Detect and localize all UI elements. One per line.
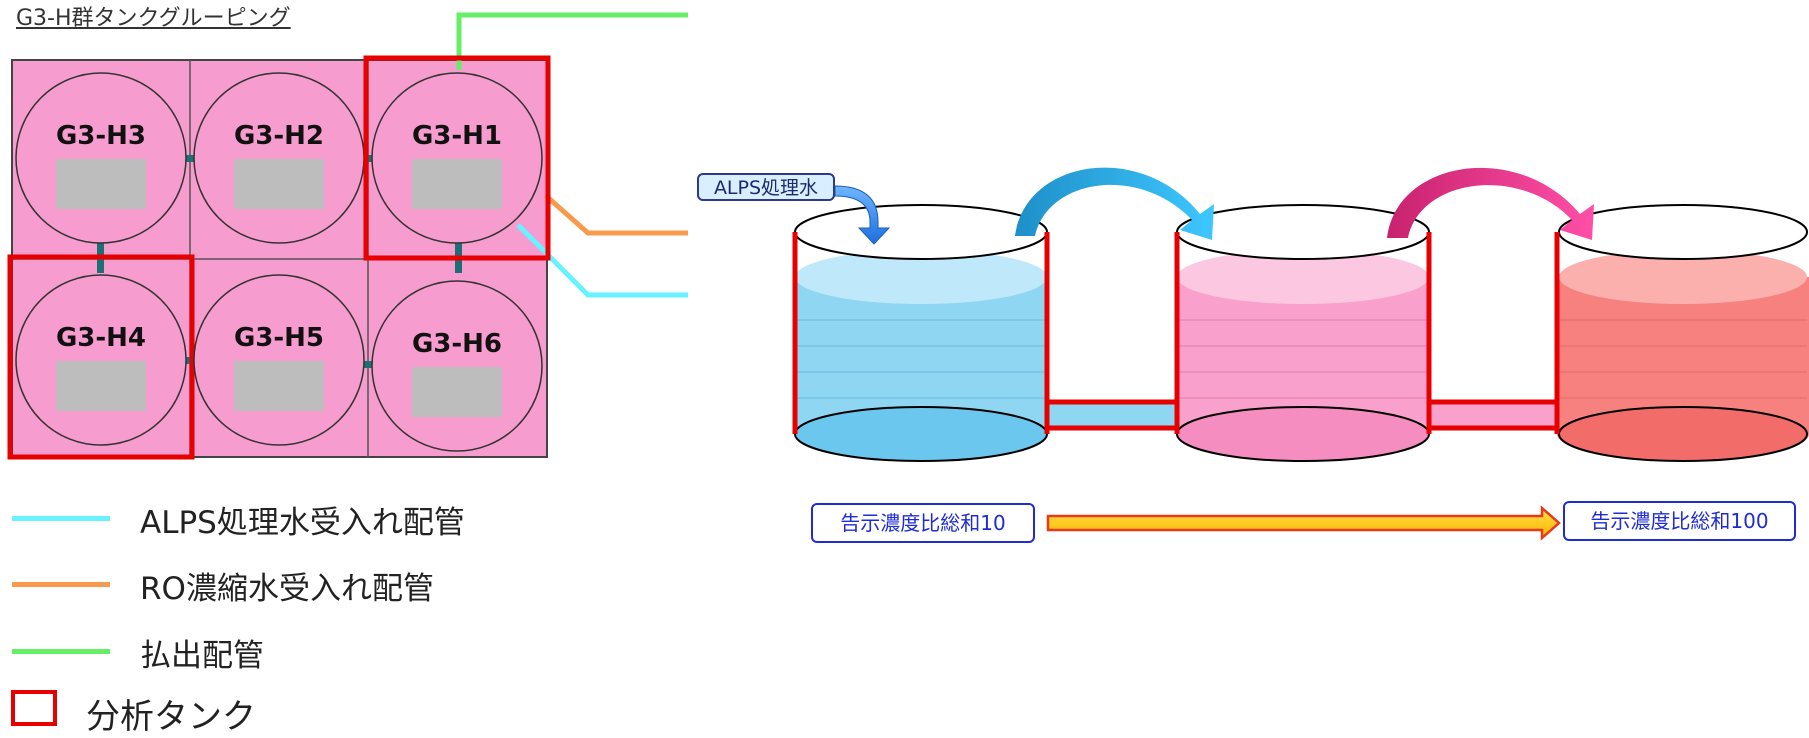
discharge-pipe <box>456 12 688 70</box>
tank-circle <box>15 72 187 244</box>
water-lines <box>1557 319 1807 399</box>
tank-circle <box>193 72 365 244</box>
tank-circle <box>15 274 187 446</box>
tank-g3-h3: G3-H3 <box>15 72 187 244</box>
ro-concentrate-pipe <box>543 193 688 236</box>
tank-label-placeholder <box>234 361 324 411</box>
tank-label: G3-H2 <box>234 121 324 151</box>
tank-top <box>794 204 1048 260</box>
tank-bottom <box>1558 406 1808 462</box>
process-tank-3 <box>1554 204 1809 462</box>
tank-circle <box>371 72 543 244</box>
tank-bottom <box>1176 406 1430 462</box>
legend-label-discharge: 払出配管 <box>140 638 264 674</box>
end-concentration-label: 告示濃度比総和100 <box>1563 501 1796 541</box>
tank-circle <box>193 274 365 446</box>
tank-label: G3-H1 <box>412 121 502 151</box>
channel-1-2 <box>1047 402 1177 428</box>
channel-2-3 <box>1427 402 1557 428</box>
analysis-tank-frame <box>363 55 551 261</box>
analysis-tank-frame <box>7 254 195 460</box>
channel-outline-upper <box>1044 234 1180 405</box>
legend-swatch-discharge <box>12 649 110 654</box>
tank-g3-h2: G3-H2 <box>193 72 365 244</box>
start-concentration-label: 告示濃度比総和10 <box>811 503 1035 543</box>
tank-label: G3-H6 <box>412 329 502 359</box>
tank-label: G3-H3 <box>56 121 146 151</box>
tank-bottom <box>794 406 1048 462</box>
connector <box>180 155 200 162</box>
transfer-arrow-2-3 <box>1387 167 1594 240</box>
tank-top <box>1558 204 1808 260</box>
tank-g3-h6: G3-H6 <box>371 280 543 452</box>
alps-treated-water-label: ALPS処理水 <box>697 173 835 201</box>
tank-label-placeholder <box>234 159 324 209</box>
tank-label-placeholder <box>56 361 146 411</box>
tank-label-placeholder <box>412 159 502 209</box>
tank-circle <box>371 280 543 452</box>
legend-swatch-analysis <box>11 690 57 726</box>
tank-g3-h1: G3-H1 <box>371 72 543 244</box>
tank-g3-h4: G3-H4 <box>15 274 187 446</box>
transfer-arrow-1-2 <box>1015 167 1214 240</box>
alps-receiving-pipe <box>516 223 688 298</box>
legend-swatch-alps <box>12 516 110 521</box>
concentration-arrow <box>1046 505 1561 541</box>
legend-label-ro: RO濃縮水受入れ配管 <box>140 571 434 607</box>
legend-swatch-ro <box>12 582 110 587</box>
process-diagram <box>792 167 1809 541</box>
inflow-arrow <box>834 185 891 245</box>
legend-label-alps: ALPS処理水受入れ配管 <box>140 505 465 541</box>
process-tank-1 <box>792 204 1050 462</box>
water-surface <box>1177 250 1429 304</box>
water-surface <box>1559 250 1807 304</box>
water-surface <box>795 250 1047 304</box>
connector <box>358 361 378 368</box>
tank-label-placeholder <box>412 367 502 417</box>
process-tank-2 <box>1174 204 1432 462</box>
tank-label-placeholder <box>56 159 146 209</box>
tank-label: G3-H5 <box>234 323 324 353</box>
legend-label-analysis: 分析タンク <box>86 697 256 737</box>
pipes <box>456 12 688 298</box>
grouping-title: G3-H群タンクグルーピング <box>16 6 291 31</box>
tank-label: G3-H4 <box>56 323 146 353</box>
water-lines <box>795 319 1047 399</box>
water-lines <box>1177 319 1429 399</box>
channel-outline-upper <box>1426 234 1560 405</box>
tank-g3-h5: G3-H5 <box>193 274 365 446</box>
